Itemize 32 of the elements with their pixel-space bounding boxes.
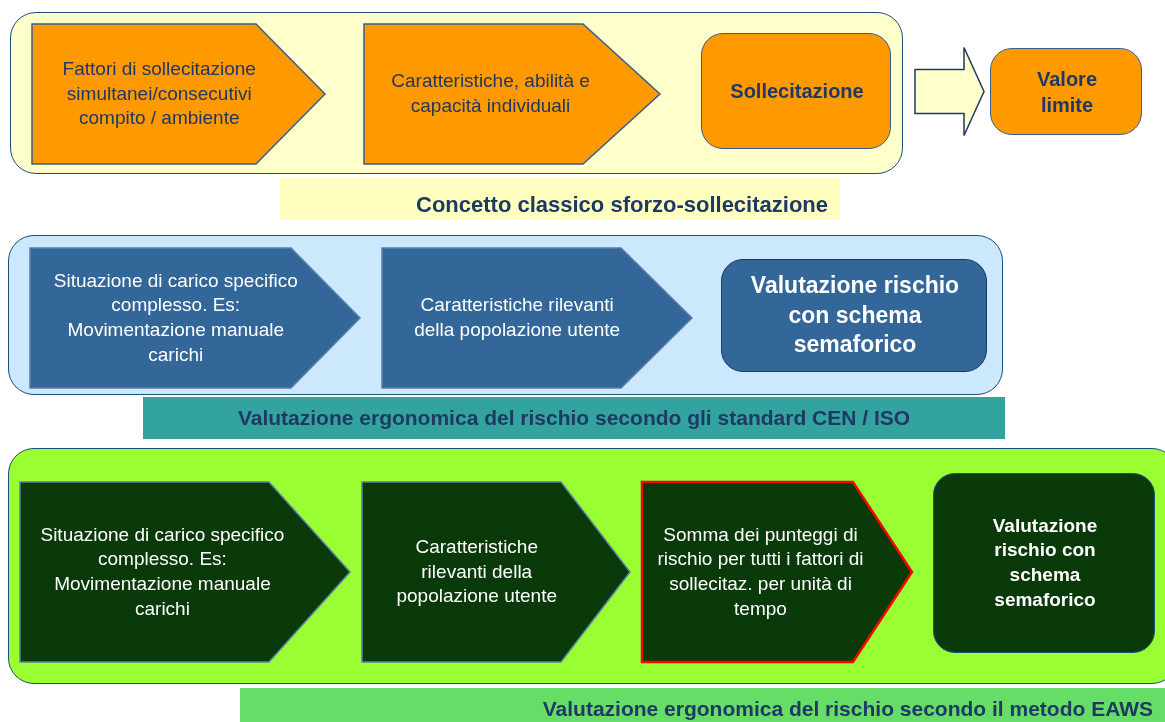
group-panel	[10, 12, 903, 174]
step-text: Valutazione rischio con schema semaforico	[749, 270, 961, 360]
section-title: Valutazione ergonomica del rischio secondo gli standard CEN / ISO	[237, 405, 911, 432]
step-text: Situazione di carico specifico complesso. Es: Movimentazione manuale carichi	[39, 522, 286, 621]
rounded-box	[933, 473, 1155, 653]
chevron-step	[31, 23, 326, 165]
step-text: Valutazione rischio con schema semaforico	[991, 513, 1099, 612]
chevron-step	[361, 481, 631, 663]
step-text: Valore limite	[1035, 66, 1098, 118]
heading-band	[240, 688, 1165, 722]
step-text: Caratteristiche, abilità e capacità individuali	[390, 69, 591, 118]
chevron-step	[381, 247, 693, 389]
section-title: Valutazione ergonomica del rischio secondo il metodo EAWS	[542, 695, 1153, 722]
step-text: Somma dei punteggi di rischio per tutti i fattori di sollecitaz. per unità di tempo	[657, 522, 864, 621]
block-arrow	[914, 46, 985, 137]
chevron-step	[19, 481, 351, 663]
rounded-box	[721, 259, 987, 372]
step-text: Situazione di carico specifico complesso. Es: Movimentazione manuale carichi	[52, 268, 299, 367]
rounded-box	[701, 33, 891, 149]
heading-band	[280, 178, 840, 220]
chevron-step	[29, 247, 361, 389]
group-panel	[8, 448, 1165, 684]
rounded-box	[990, 48, 1142, 135]
step-text: Fattori di sollecitazione simultanei/consecutivi compito / ambiente	[61, 56, 257, 131]
step-text: Sollecitazione	[730, 79, 864, 104]
step-text: Caratteristiche rilevanti della popolazione utente	[413, 293, 622, 342]
step-text: Caratteristiche rilevanti della popolazione utente	[395, 534, 559, 609]
chevron-step	[363, 23, 661, 165]
heading-band	[143, 397, 1005, 439]
section-title: Concetto classico sforzo-sollecitazione	[416, 191, 828, 220]
chevron-step	[641, 481, 913, 663]
group-panel	[8, 235, 1003, 395]
